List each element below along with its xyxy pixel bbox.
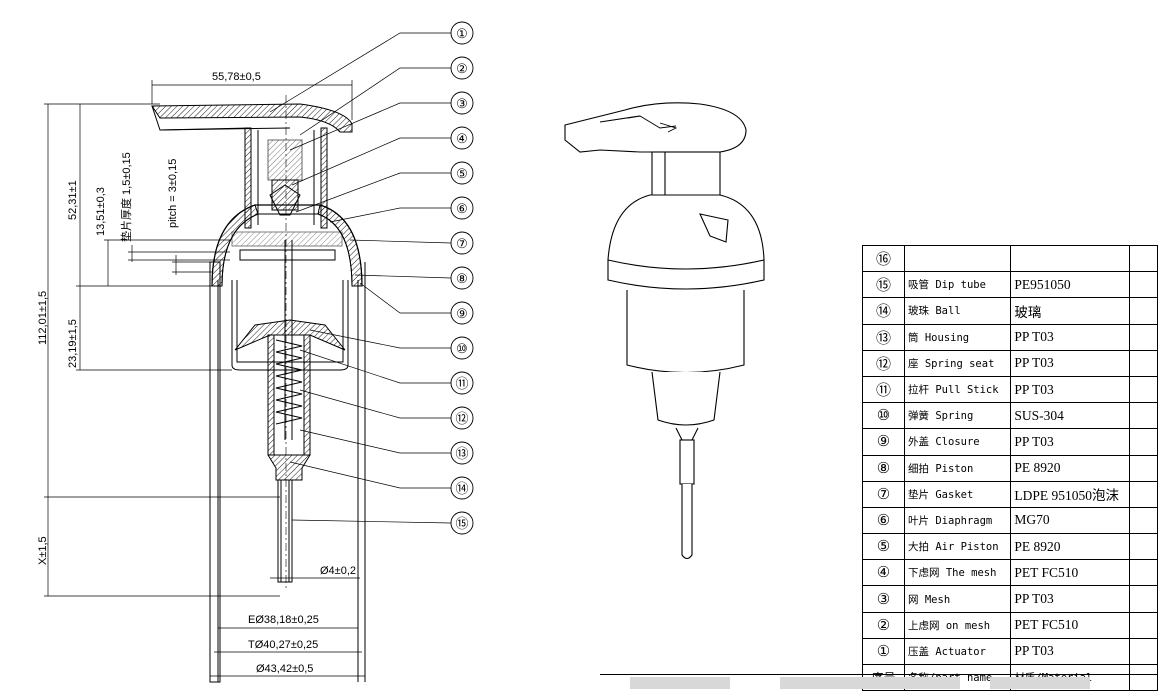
svg-text:⑬: ⑬ — [455, 446, 468, 461]
svg-text:⑨: ⑨ — [456, 306, 468, 321]
dim-tube-length: X±1,5 — [37, 536, 49, 565]
dim-height-13: 13,51±0,3 — [95, 187, 107, 236]
callout-3: ③ — [450, 91, 474, 115]
dim-pitch: pitch = 3±0,15 — [167, 159, 179, 228]
callout-circles: ① ② ③ ④ ⑤ ⑥ ⑦ ⑧ ⑨ ⑩ ⑪ ⑫ ⑬ ⑭ ⑮ — [450, 21, 474, 535]
dim-top-width: 55,78±0,5 — [212, 71, 261, 83]
section-view — [151, 95, 366, 683]
dim-actuator-height: 52,31±1 — [67, 180, 79, 220]
svg-text:⑤: ⑤ — [456, 166, 468, 181]
svg-text:⑪: ⑪ — [455, 376, 468, 391]
callout-2: ② — [450, 56, 474, 80]
svg-text:③: ③ — [456, 96, 468, 111]
svg-text:⑧: ⑧ — [456, 271, 468, 286]
dim-gasket-thickness: 垫片厚度 1,5±0,15 — [119, 152, 133, 242]
svg-text:⑥: ⑥ — [456, 201, 468, 216]
svg-text:⑮: ⑮ — [455, 516, 468, 531]
svg-text:⑩: ⑩ — [456, 341, 468, 356]
dim-diameter-outer: Ø43,42±0,5 — [256, 663, 313, 675]
callout-11: ⑪ — [450, 371, 474, 395]
redacted-area — [630, 677, 730, 689]
svg-text:⑫: ⑫ — [455, 411, 468, 426]
dimension-labels: 55,78±0,5 112,01±1,5 52,31±1 13,51±0,3 垫… — [37, 71, 356, 675]
callout-4: ④ — [450, 126, 474, 150]
callout-9: ⑨ — [450, 301, 474, 325]
svg-text:①: ① — [456, 26, 468, 41]
callout-7: ⑦ — [450, 231, 474, 255]
callout-13: ⑬ — [450, 441, 474, 465]
dimension-lines — [44, 80, 365, 677]
dim-tube-diameter: Ø4±0,2 — [320, 565, 356, 577]
pump-3d-view — [564, 102, 765, 560]
table-row: ⑯ — [861, 244, 1158, 273]
callout-14: ⑭ — [450, 476, 474, 500]
dim-diameter-t: TØ40,27±0,25 — [248, 639, 318, 651]
dim-housing-height: 23,19±1,5 — [67, 319, 79, 368]
callout-15: ⑮ — [450, 511, 474, 535]
callout-5: ⑤ — [450, 161, 474, 185]
redacted-area — [780, 677, 960, 689]
callout-8: ⑧ — [450, 266, 474, 290]
dim-total-height: 112,01±1,5 — [37, 291, 49, 345]
dim-diameter-e: EØ38,18±0,25 — [248, 614, 319, 626]
redacted-area — [990, 677, 1090, 689]
callout-10: ⑩ — [450, 336, 474, 360]
svg-text:⑦: ⑦ — [456, 236, 468, 251]
leader-lines — [269, 32, 452, 524]
callout-6: ⑥ — [450, 196, 474, 220]
callout-1: ① — [450, 21, 474, 45]
svg-text:②: ② — [456, 61, 468, 76]
callout-12: ⑫ — [450, 406, 474, 430]
svg-text:⑭: ⑭ — [455, 481, 468, 496]
title-block-strip — [600, 674, 1158, 691]
svg-text:④: ④ — [456, 131, 468, 146]
